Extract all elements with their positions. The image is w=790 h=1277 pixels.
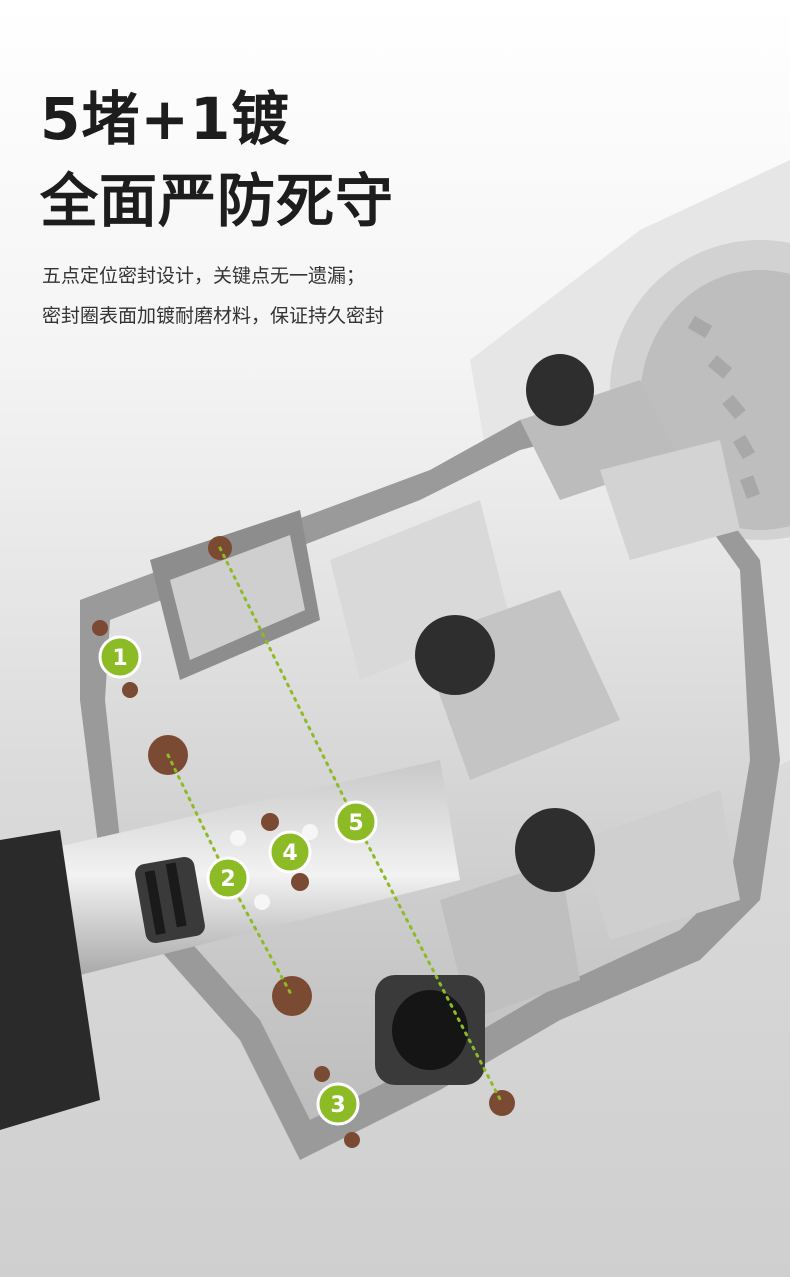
leader-lines [166,546,504,1105]
headline-line-2: 全面严防死守 [40,167,395,235]
headline-line-1: 5堵+1镀 [40,85,291,153]
svg-text:5: 5 [348,811,363,836]
callout-4: 4 [268,830,312,874]
svg-text:1: 1 [112,646,127,671]
description-line-2: 密封圈表面加镀耐磨材料，保证持久密封 [42,305,385,327]
callout-1: 1 [98,635,142,679]
gear-teeth [687,315,760,499]
callout-5: 5 [334,800,378,844]
svg-text:3: 3 [330,1093,345,1118]
bearing-balls [230,824,318,910]
svg-text:2: 2 [220,867,235,892]
svg-text:4: 4 [282,841,297,866]
headline: 5堵+1镀 全面严防死守 [40,78,394,242]
callout-3: 3 [316,1082,360,1126]
rubber-plugs [375,354,595,1085]
description-line-1: 五点定位密封设计，关键点无一遗漏； [42,265,366,287]
callout-2: 2 [206,856,250,900]
